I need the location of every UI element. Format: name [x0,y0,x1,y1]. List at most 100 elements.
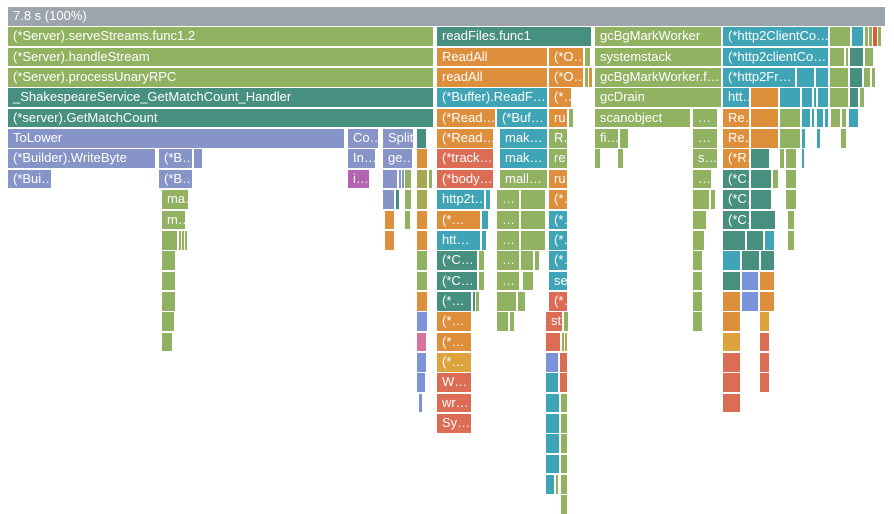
frame-block[interactable] [751,129,778,148]
frame-block[interactable] [417,373,425,392]
frame-block[interactable]: (*… [437,332,471,352]
frame-block[interactable] [482,230,486,250]
frame-block[interactable] [780,88,800,108]
frame-block[interactable] [564,312,568,331]
frame-block[interactable] [751,190,771,209]
frame-http2t[interactable]: http2t… [437,190,484,209]
frame-block[interactable] [849,108,858,128]
frame-block[interactable] [479,271,484,291]
frame-c[interactable]: (*C… [437,271,477,291]
frame-block[interactable] [802,149,804,169]
frame-re[interactable]: Re… [723,129,749,148]
frame-block[interactable]: … [693,129,717,148]
frame-ma[interactable]: ma… [162,190,188,209]
frame-block[interactable] [788,230,794,250]
frame-http2clientco[interactable]: (*http2ClientCo… [723,27,828,47]
frame-block[interactable] [830,47,844,67]
frame-block[interactable] [786,169,796,189]
frame-block[interactable] [179,230,181,250]
frame-block[interactable] [417,312,427,331]
frame-block[interactable]: … [693,169,711,189]
frame-server-getmatchcount[interactable]: (*server).GetMatchCount [8,108,433,128]
frame-block[interactable] [816,68,828,87]
frame-block[interactable] [751,149,769,169]
frame-htt[interactable]: htt… [437,230,480,250]
frame-block[interactable] [618,149,623,169]
frame-block[interactable] [878,27,881,47]
frame-block[interactable] [817,108,823,128]
frame-block[interactable] [560,373,567,392]
frame-block[interactable] [565,332,567,352]
frame-gcdrain[interactable]: gcDrain [595,88,721,108]
frame-tolower[interactable]: ToLower [8,129,344,148]
frame-root[interactable]: 7.8 s (100%) [8,7,885,26]
frame-block[interactable] [747,230,763,250]
frame-block[interactable] [723,352,740,372]
frame-block[interactable] [830,68,848,87]
frame-block[interactable] [521,210,545,230]
frame-block[interactable] [417,291,427,311]
frame-block[interactable] [693,251,702,270]
frame-block[interactable] [760,332,769,352]
frame-block[interactable] [842,108,846,128]
frame-block[interactable] [546,332,560,352]
frame-block[interactable] [693,312,702,331]
frame-block[interactable] [417,129,426,148]
frame-block[interactable] [486,190,490,209]
frame-block[interactable] [751,108,778,128]
frame-block[interactable] [825,108,828,128]
frame-block[interactable] [693,230,704,250]
frame-block[interactable] [546,393,559,413]
frame-block[interactable] [556,475,558,494]
frame-block[interactable] [561,434,567,454]
frame-readall[interactable]: ReadAll [437,47,547,67]
frame-block[interactable] [760,291,774,311]
frame-http2fr[interactable]: (*http2Fr… [723,68,795,87]
frame-c[interactable]: (*C… [723,169,749,189]
frame-block[interactable] [723,393,740,413]
frame-block[interactable] [546,475,554,494]
frame-c[interactable]: (*C… [723,190,749,209]
frame-block[interactable] [797,68,814,87]
frame-block[interactable] [693,210,706,230]
frame-systemstack[interactable]: systemstack [595,47,721,67]
frame-block[interactable] [429,169,432,189]
frame-block[interactable] [417,251,427,270]
frame-block[interactable] [723,312,740,331]
frame-block[interactable] [812,108,814,128]
frame-block[interactable] [773,169,778,189]
frame-block[interactable] [521,230,545,250]
frame-block[interactable] [523,271,533,291]
frame-block[interactable] [417,271,427,291]
frame-block[interactable] [802,88,812,108]
frame-block[interactable] [869,27,872,47]
frame-block[interactable]: (*… [437,312,471,331]
frame-block[interactable] [417,190,427,209]
frame-block[interactable] [162,271,175,291]
frame-block[interactable] [831,108,840,128]
frame-block[interactable] [711,190,715,209]
frame-ru[interactable]: ru… [549,169,567,189]
frame-block[interactable] [850,68,862,87]
frame-block[interactable] [546,373,558,392]
frame-builder-writebyte[interactable]: (*Builder).WriteByte [8,149,155,169]
frame-w[interactable]: W… [437,373,471,392]
frame-block[interactable] [546,454,559,474]
frame-block[interactable] [417,210,427,230]
frame-block[interactable] [405,210,410,230]
frame-block[interactable] [194,149,202,169]
frame-block[interactable] [850,47,863,67]
frame-readfiles-func1[interactable]: readFiles.func1 [437,27,591,47]
frame-block[interactable]: (*… [549,190,567,209]
frame-ge[interactable]: ge… [383,149,412,169]
frame-block[interactable] [162,332,172,352]
frame-c[interactable]: (*C… [437,251,477,270]
frame-re[interactable]: re… [549,149,567,169]
frame-block[interactable]: (*… [549,291,567,311]
frame-block[interactable] [479,251,484,270]
frame-m[interactable]: m… [162,210,185,230]
frame-gcbgmarkworker[interactable]: gcBgMarkWorker [595,27,721,47]
frame-block[interactable]: … [497,271,519,291]
frame-block[interactable] [521,190,545,209]
frame-block[interactable]: … [497,230,519,250]
